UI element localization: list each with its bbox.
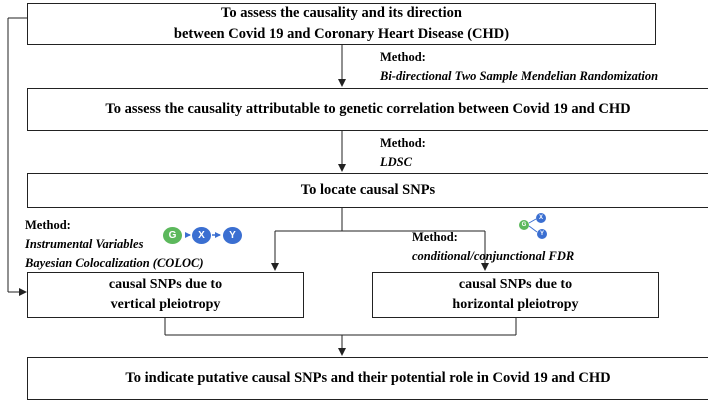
- method-ldsc-heading: Method:: [380, 136, 426, 150]
- method-mr-text: Bi-directional Two Sample Mendelian Rand…: [380, 68, 659, 83]
- box1-line1: To assess the causality and its directio…: [221, 4, 462, 21]
- box-assess-causality-direction: To assess the causality and its directio…: [27, 3, 656, 45]
- method-iv-text1: Instrumental Variables: [25, 236, 144, 251]
- trait-y-small-icon: Y: [537, 229, 547, 239]
- box-putative-causal-snps: To indicate putative causal SNPs and the…: [27, 357, 708, 400]
- icon-arrow-g-x2: [528, 218, 537, 224]
- box-horizontal-pleiotropy: causal SNPs due to horizontal pleiotropy: [372, 272, 659, 318]
- box5-line2: horizontal pleiotropy: [452, 297, 579, 312]
- method-mr: Method: Bi-directional Two Sample Mendel…: [380, 48, 658, 86]
- box2-text: To assess the causality attributable to …: [105, 100, 631, 117]
- icon-arrow-g-y2: [528, 225, 538, 233]
- box-locate-causal-snps: To locate causal SNPs: [27, 173, 708, 208]
- box6-text: To indicate putative causal SNPs and the…: [125, 369, 611, 386]
- box3-text: To locate causal SNPs: [300, 181, 436, 198]
- outcome-y-icon: Y: [223, 227, 242, 244]
- method-fdr-text: conditional/conjunctional FDR: [412, 248, 575, 263]
- trait-x-small-icon: X: [536, 213, 546, 223]
- method-iv-text2: Bayesian Colocalization (COLOC): [25, 255, 204, 270]
- method-fdr-heading: Method:: [412, 230, 458, 244]
- box5-line1: causal SNPs due to: [458, 276, 573, 292]
- box4-line2: vertical pleiotropy: [110, 297, 221, 312]
- method-ldsc-text: LDSC: [380, 154, 412, 169]
- box1-line2: between Covid 19 and Coronary Heart Dise…: [173, 26, 510, 42]
- box-assess-genetic-correlation: To assess the causality attributable to …: [27, 88, 708, 131]
- box-vertical-pleiotropy: causal SNPs due to vertical pleiotropy: [27, 272, 304, 318]
- method-fdr: Method: conditional/conjunctional FDR: [412, 228, 574, 266]
- gene-g-icon: G: [163, 227, 182, 244]
- method-ldsc: Method: LDSC: [380, 134, 426, 172]
- method-iv-coloc: Method: Instrumental Variables Bayesian …: [25, 216, 203, 272]
- method-iv-heading: Method:: [25, 218, 71, 232]
- method-mr-heading: Method:: [380, 50, 426, 64]
- exposure-x-icon: X: [192, 227, 211, 244]
- box4-line1: causal SNPs due to: [108, 276, 223, 292]
- gene-g-small-icon: G: [519, 220, 529, 230]
